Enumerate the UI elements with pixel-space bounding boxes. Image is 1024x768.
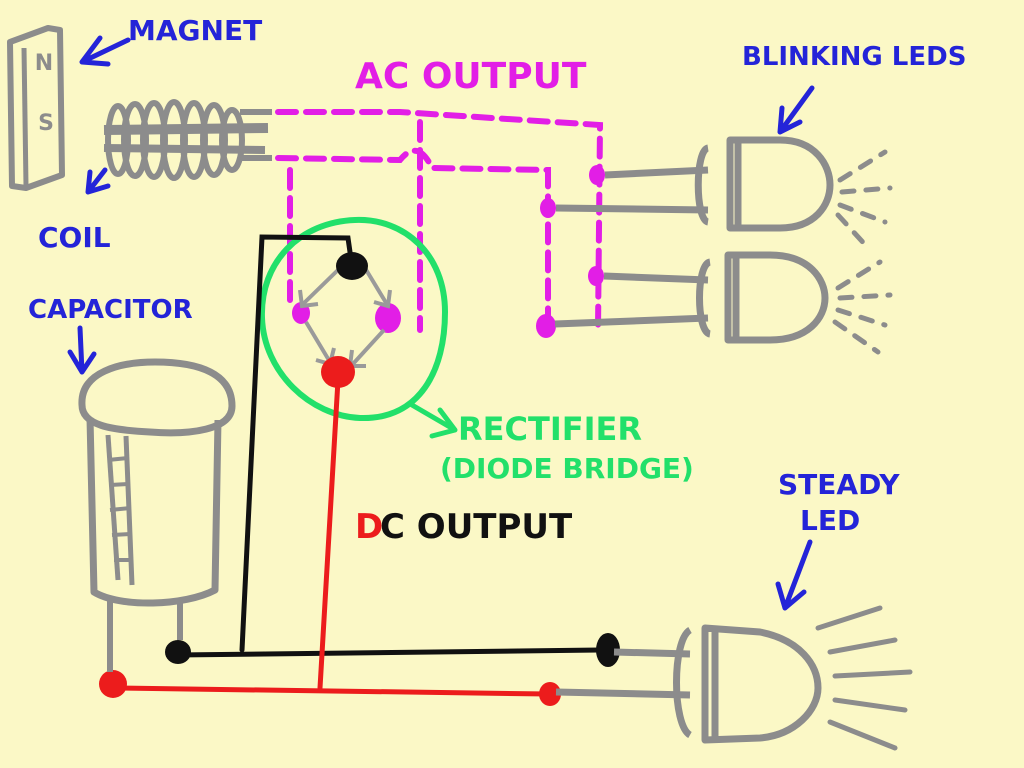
label-capacitor: CAPACITOR <box>28 295 193 325</box>
magnet-south-label: S <box>38 111 54 136</box>
ac-output-wiring <box>275 109 604 333</box>
label-diode-bridge: (DIODE BRIDGE) <box>440 452 694 485</box>
blinking-led-bottom <box>554 251 829 344</box>
steady-led-rays <box>815 605 913 751</box>
rectifier-pointer <box>409 402 458 439</box>
label-magnet: MAGNET <box>128 14 262 47</box>
positive-junction-left <box>99 670 127 698</box>
ac-junctions <box>292 165 605 338</box>
magnet-north-label: N <box>35 51 53 76</box>
label-steady: STEADY <box>778 468 900 501</box>
label-led: LED <box>800 504 860 537</box>
dc-negative-wire <box>173 234 603 658</box>
bridge-negative-node <box>336 252 368 280</box>
blinking-led-top <box>555 136 834 232</box>
label-ac-output: AC OUTPUT <box>355 56 587 97</box>
dc-positive-wire <box>112 377 551 697</box>
rectifier-outline <box>258 216 449 422</box>
label-dc-output: C OUTPUT <box>380 507 573 547</box>
negative-junction-right <box>596 633 620 667</box>
label-coil: COIL <box>38 221 111 254</box>
blinking-led-rays <box>832 149 893 355</box>
label-rectifier: RECTIFIER <box>458 410 642 448</box>
negative-junction-left <box>165 640 191 664</box>
coil <box>103 99 272 181</box>
label-blinking-leds: BLINKING LEDS <box>742 42 966 72</box>
positive-junction-right <box>539 682 561 706</box>
bridge-positive-node <box>321 356 355 388</box>
pointer-arrows <box>67 35 815 611</box>
steady-led <box>555 624 822 744</box>
label-dc-first-letter: D <box>355 507 383 547</box>
magnet: N S <box>7 25 65 191</box>
capacitor <box>78 358 236 672</box>
